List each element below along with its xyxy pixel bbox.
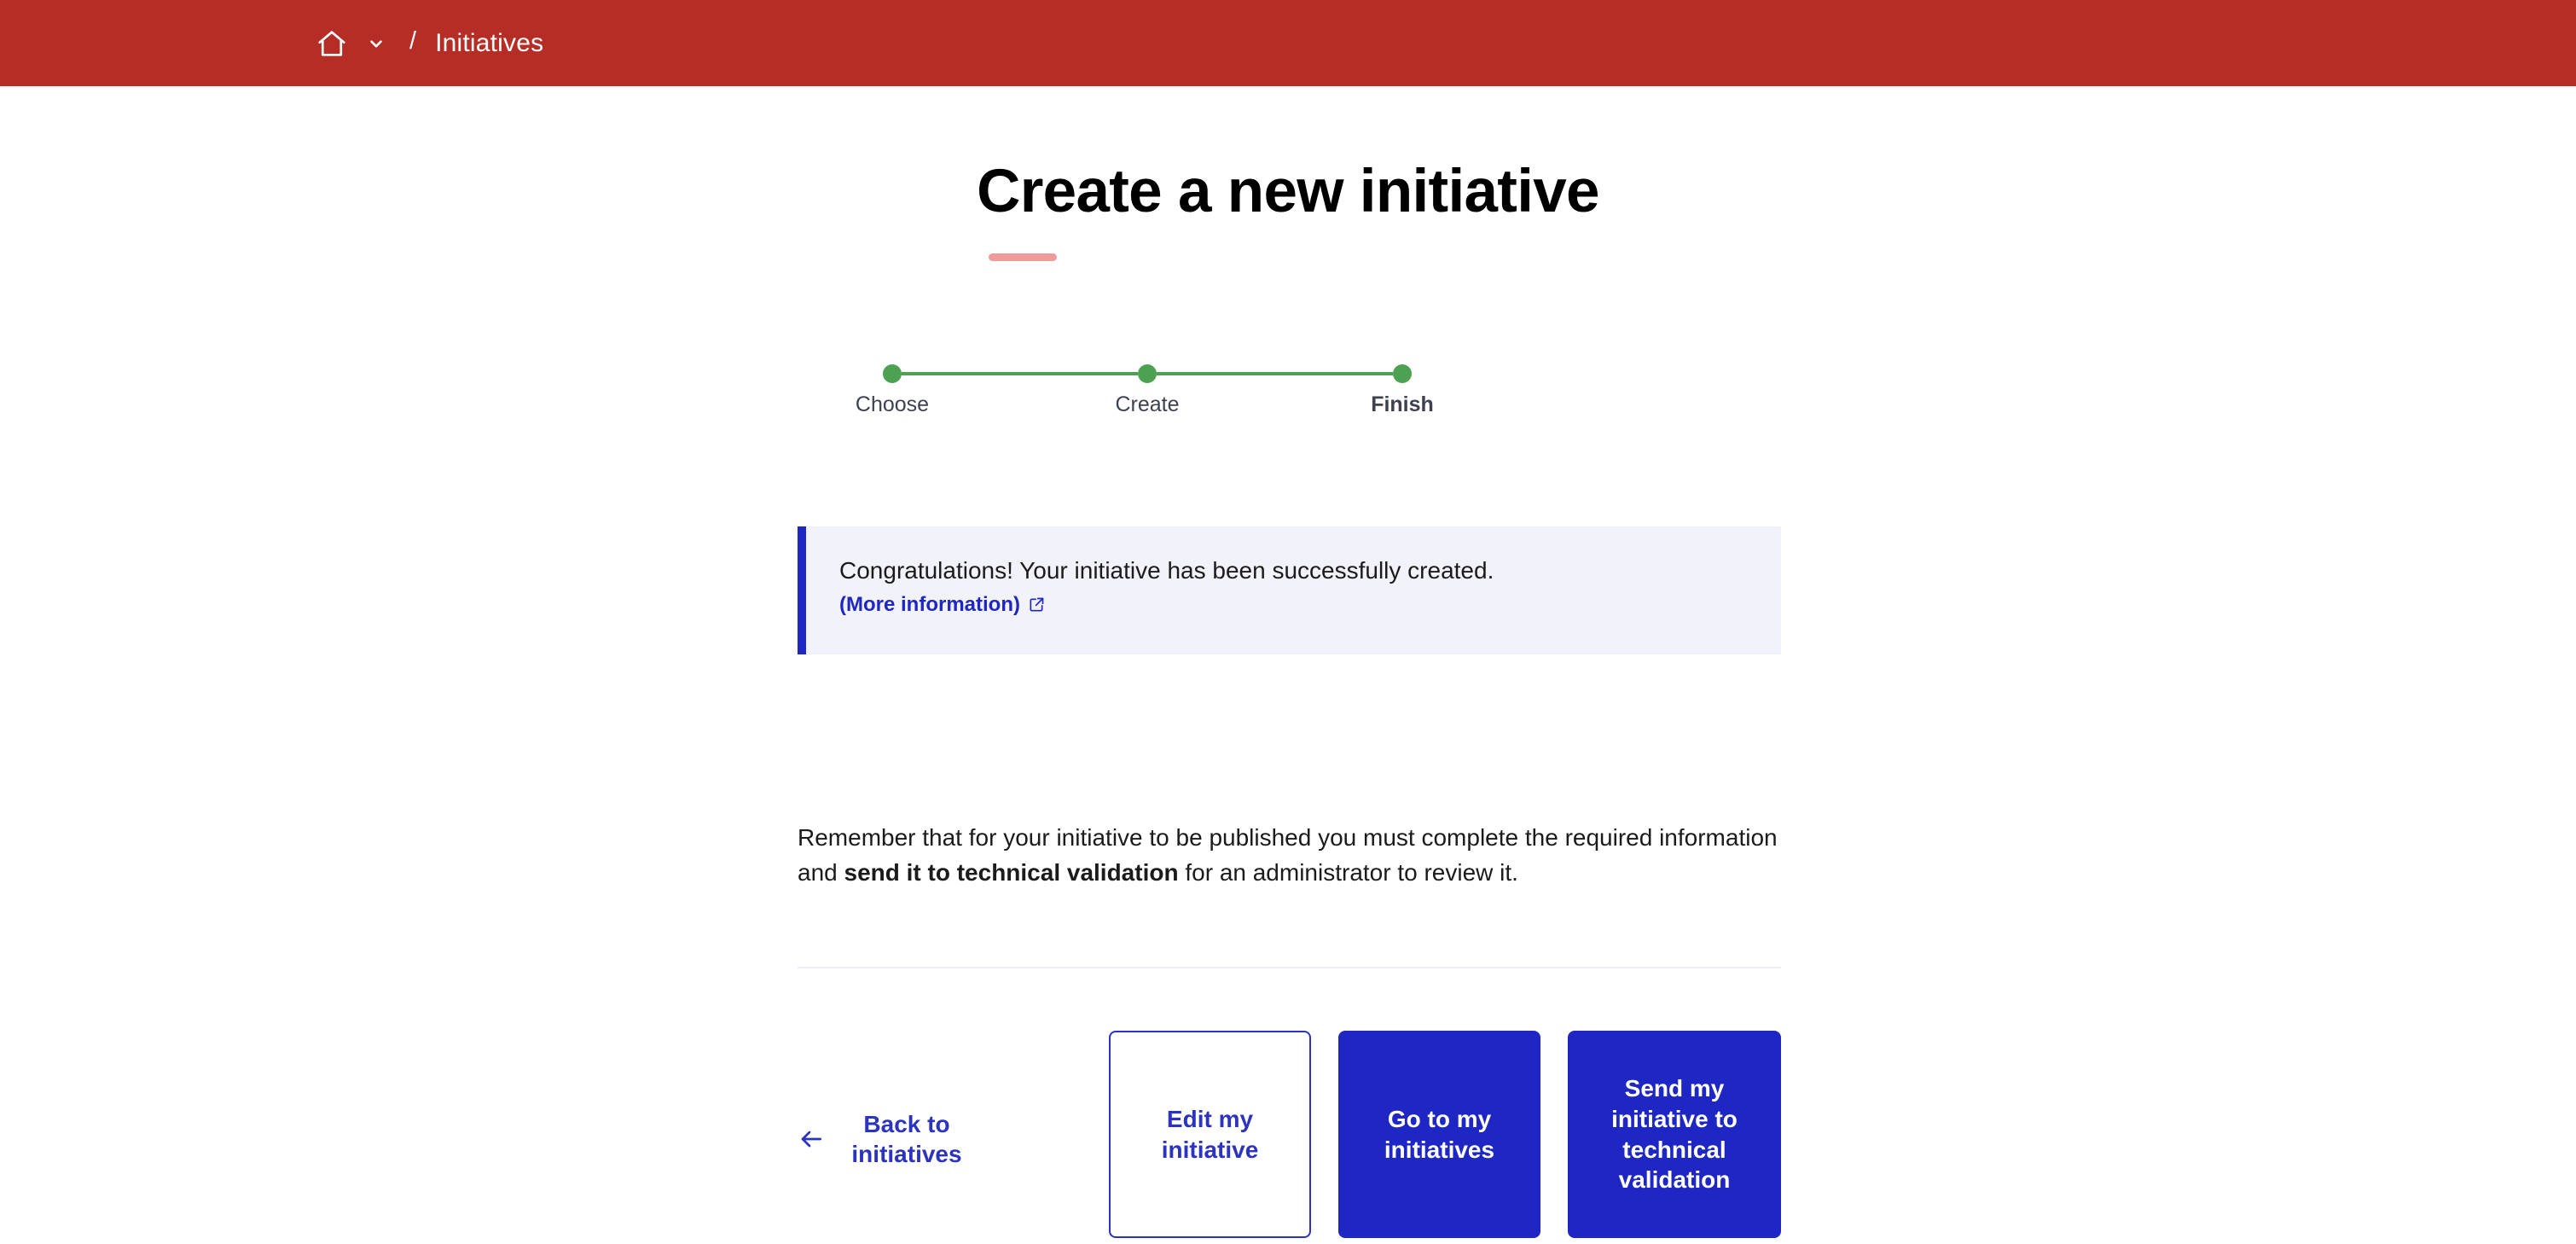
top-navigation-bar: / Initiatives bbox=[0, 0, 2576, 86]
stepper-track bbox=[883, 363, 1412, 384]
go-to-my-initiatives-button[interactable]: Go to my initiatives bbox=[1338, 1031, 1540, 1238]
breadcrumb-separator: / bbox=[409, 27, 417, 55]
home-button[interactable] bbox=[314, 26, 350, 61]
stepper-connector-1 bbox=[902, 372, 1138, 375]
instruction-text-part1: Remember that for your initiative to be … bbox=[798, 824, 1778, 886]
breadcrumb-dropdown-button[interactable] bbox=[362, 29, 391, 58]
section-divider bbox=[798, 967, 1781, 968]
instruction-text-part2: for an administrator to review it. bbox=[1178, 859, 1518, 886]
more-information-link[interactable]: (More information) bbox=[839, 595, 1045, 615]
stepper-dot-create[interactable] bbox=[1138, 364, 1157, 383]
back-to-initiatives-label: Back to initiatives bbox=[851, 1111, 962, 1167]
success-message: Congratulations! Your initiative has bee… bbox=[839, 557, 1494, 584]
stepper-dot-choose[interactable] bbox=[883, 364, 902, 383]
page-title-wrapper: Create a new initiative bbox=[0, 161, 2576, 222]
breadcrumb-current-item[interactable]: Initiatives bbox=[435, 28, 544, 57]
page-title: Create a new initiative bbox=[977, 158, 1599, 225]
stepper-label-choose: Choose bbox=[855, 392, 930, 416]
instruction-text-emphasis: send it to technical validation bbox=[844, 859, 1179, 886]
stepper-dot-finish[interactable] bbox=[1393, 364, 1412, 383]
instruction-paragraph: Remember that for your initiative to be … bbox=[798, 820, 1787, 891]
page-content: Create a new initiative Choose Create Fi… bbox=[0, 86, 2576, 1238]
chevron-down-icon bbox=[367, 34, 386, 53]
progress-stepper: Choose Create Finish bbox=[856, 363, 1434, 440]
edit-my-initiative-button[interactable]: Edit my initiative bbox=[1109, 1031, 1311, 1238]
breadcrumb: / Initiatives bbox=[314, 0, 543, 86]
stepper-label-finish: Finish bbox=[1371, 392, 1434, 416]
external-link-icon bbox=[1028, 596, 1045, 613]
more-information-label: (More information) bbox=[839, 593, 1020, 616]
back-to-initiatives-link[interactable]: Back to initiatives bbox=[798, 1109, 975, 1169]
stepper-label-create: Create bbox=[1115, 392, 1180, 416]
arrow-left-icon bbox=[798, 1125, 825, 1153]
stepper-labels: Choose Create Finish bbox=[856, 392, 1434, 416]
home-icon bbox=[316, 27, 348, 60]
send-to-technical-validation-button[interactable]: Send my initiative to technical validati… bbox=[1568, 1031, 1781, 1238]
title-underline-accent bbox=[989, 253, 1057, 261]
action-bar: Back to initiatives Edit my initiative G… bbox=[798, 1031, 1781, 1244]
success-callout: Congratulations! Your initiative has bee… bbox=[798, 526, 1781, 654]
stepper-connector-2 bbox=[1157, 372, 1393, 375]
